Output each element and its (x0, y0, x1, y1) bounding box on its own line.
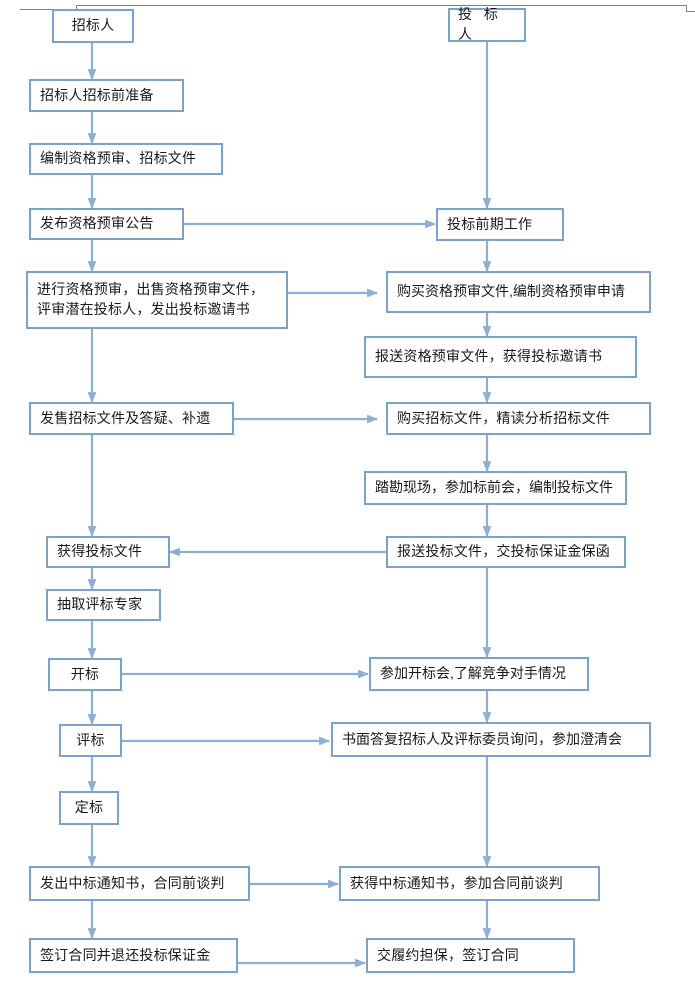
node-label: 招标人招标前准备 (40, 86, 154, 103)
node-bidder-header[interactable]: 投 标 人 (448, 6, 526, 42)
page-margin-mark-top (76, 5, 687, 6)
node-submit-bid-and-guarantee[interactable]: 报送投标文件，交投标保证金保函 (386, 536, 626, 568)
page-margin-mark-top-left (20, 9, 77, 10)
node-sign-contract-refund-deposit[interactable]: 签订合同并退还投标保证金 (29, 938, 238, 973)
node-label: 开标 (70, 665, 100, 682)
node-label: 发布资格预审公告 (40, 215, 154, 232)
node-tenderee-header[interactable]: 招标人 (52, 9, 134, 43)
node-label: 报送资格预审文件，获得投标邀请书 (375, 348, 603, 365)
node-attend-bid-opening[interactable]: 参加开标会,了解竞争对手情况 (369, 657, 589, 691)
node-label: 评标 (76, 731, 105, 748)
node-label: 定标 (74, 799, 104, 816)
node-submit-prequalification-docs[interactable]: 报送资格预审文件，获得投标邀请书 (364, 336, 637, 378)
node-buy-prequalification-docs[interactable]: 购买资格预审文件,编制资格预审申请 (386, 271, 651, 313)
node-select-evaluation-experts[interactable]: 抽取评标专家 (46, 589, 161, 621)
node-label: 书面答复招标人及评标委员询问，参加澄清会 (342, 730, 622, 747)
node-bid-opening[interactable]: 开标 (48, 658, 122, 691)
node-label: 抽取评标专家 (57, 596, 143, 613)
node-label: 获得投标文件 (57, 543, 143, 560)
node-buy-tender-docs[interactable]: 购买招标文件，精读分析招标文件 (386, 402, 651, 435)
page-margin-mark-top-right (686, 11, 695, 12)
node-label: 购买资格预审文件,编制资格预审申请 (397, 283, 625, 300)
node-label: 报送投标文件，交投标保证金保函 (397, 543, 610, 560)
node-label: 踏勘现场，参加标前会，编制投标文件 (375, 479, 613, 496)
node-label: 签订合同并退还投标保证金 (40, 946, 211, 963)
node-label: 投标前期工作 (447, 215, 533, 232)
node-site-survey-prebid-meeting[interactable]: 踏勘现场，参加标前会，编制投标文件 (364, 471, 627, 505)
node-label: 获得中标通知书，参加合同前谈判 (350, 874, 563, 891)
page-margin-mark-right-tick (686, 5, 687, 12)
node-award-decision[interactable]: 定标 (59, 791, 119, 825)
node-label: 交履约担保，签订合同 (377, 946, 519, 963)
node-sell-tender-docs[interactable]: 发售招标文件及答疑、补遗 (29, 402, 234, 435)
node-written-reply-clarification[interactable]: 书面答复招标人及评标委员询问，参加澄清会 (331, 722, 651, 757)
node-bid-evaluation[interactable]: 评标 (59, 724, 122, 757)
node-issue-award-notice[interactable]: 发出中标通知书，合同前谈判 (29, 866, 250, 901)
node-label: 购买招标文件，精读分析招标文件 (397, 409, 610, 426)
node-label: 参加开标会,了解竞争对手情况 (380, 665, 566, 682)
node-label: 编制资格预审、招标文件 (40, 150, 197, 167)
node-performance-bond-sign-contract[interactable]: 交履约担保，签订合同 (366, 938, 575, 973)
node-publish-prequalification-notice[interactable]: 发布资格预审公告 (29, 208, 184, 240)
node-label: 投 标 人 (458, 6, 502, 42)
node-label: 发出中标通知书，合同前谈判 (40, 874, 225, 891)
node-label: 进行资格预审，出售资格预审文件， 评审潜在投标人，发出投标邀请书 (37, 281, 265, 317)
page-margin-mark-left-tick (76, 5, 77, 11)
node-prepare-prequalification-docs[interactable]: 编制资格预审、招标文件 (29, 143, 223, 175)
node-label: 招标人 (71, 17, 115, 34)
node-label: 发售招标文件及答疑、补遗 (40, 409, 211, 426)
node-receive-award-notice[interactable]: 获得中标通知书，参加合同前谈判 (339, 866, 600, 901)
node-receive-bid-docs[interactable]: 获得投标文件 (46, 536, 170, 568)
node-bidder-preliminary-work[interactable]: 投标前期工作 (436, 208, 564, 241)
node-conduct-prequalification[interactable]: 进行资格预审，出售资格预审文件， 评审潜在投标人，发出投标邀请书 (26, 271, 288, 329)
node-tenderee-preparation[interactable]: 招标人招标前准备 (29, 79, 184, 112)
